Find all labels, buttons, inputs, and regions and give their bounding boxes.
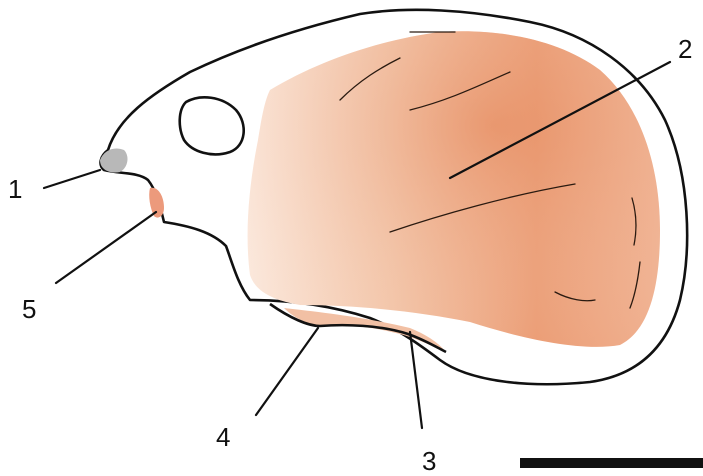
tissue-patch-5 [149,188,164,218]
scale-bar [520,458,703,468]
label-3: 3 [422,446,436,476]
foramen-opening [180,97,244,154]
leader-line-1 [44,170,100,188]
muscle-scar-shading [248,31,660,347]
label-5: 5 [22,294,36,324]
label-2: 2 [678,34,692,64]
leader-line-5 [56,212,156,283]
label-1: 1 [8,174,22,204]
leader-line-4 [256,328,318,415]
label-4: 4 [216,422,230,452]
